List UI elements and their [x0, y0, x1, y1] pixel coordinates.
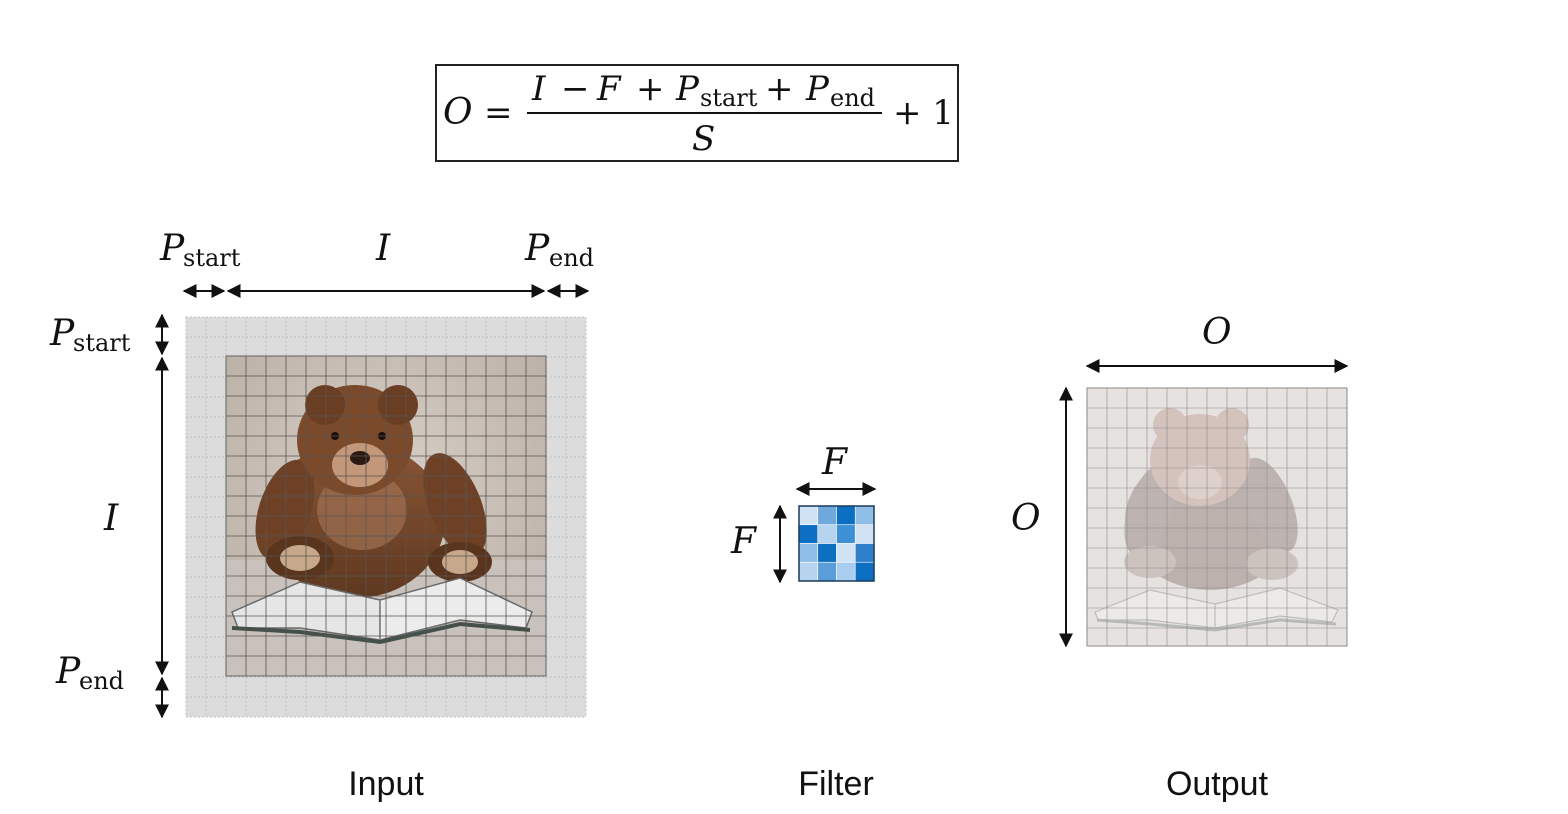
- formula-equals: =: [484, 93, 513, 133]
- filter-cell: [799, 506, 818, 525]
- output-caption: Output: [1166, 765, 1269, 803]
- left-label-p-end: P: [55, 651, 81, 692]
- filter-cell: [855, 562, 874, 581]
- filter-left-label: F: [730, 521, 758, 562]
- top-label-p-end-sub: end: [549, 244, 594, 272]
- filter-cell: [855, 525, 874, 544]
- input-caption: Input: [348, 765, 424, 803]
- filter-cell: [855, 544, 874, 563]
- formula-lhs: O: [443, 92, 473, 133]
- filter-cell: [818, 506, 837, 525]
- filter-cell: [818, 525, 837, 544]
- denominator-s: S: [692, 119, 715, 159]
- filter-cell: [818, 544, 837, 563]
- numerator-p-end-sub: end: [830, 84, 875, 112]
- numerator-p-start: P: [675, 69, 700, 109]
- output-top-label: O: [1202, 312, 1232, 353]
- filter-caption: Filter: [798, 765, 874, 803]
- filter-cell: [837, 544, 856, 563]
- numerator-minus: −: [561, 69, 590, 109]
- filter-cell: [837, 525, 856, 544]
- numerator-p-start-sub: start: [700, 84, 758, 112]
- filter-cell: [799, 562, 818, 581]
- top-label-p-end: P: [524, 228, 550, 269]
- left-label-p-start: P: [49, 313, 75, 354]
- filter-cell: [818, 562, 837, 581]
- filter-cell: [837, 506, 856, 525]
- left-label-p-end-sub: end: [79, 667, 124, 695]
- input-panel: P start I P end P start I P end Input: [49, 228, 594, 803]
- filter-top-label: F: [821, 442, 849, 483]
- output-image: [1087, 388, 1347, 646]
- numerator-plus2: +: [765, 69, 794, 109]
- left-label-p-start-sub: start: [73, 329, 131, 357]
- output-left-label: O: [1011, 498, 1041, 539]
- top-label-p-start: P: [159, 228, 185, 269]
- filter-cell: [837, 562, 856, 581]
- numerator-f: F: [596, 69, 622, 109]
- formula-box: O = I − F + P start + P end S + 1: [436, 65, 958, 161]
- filter-grid: [799, 506, 874, 581]
- filter-cell: [799, 544, 818, 563]
- filter-cell: [855, 506, 874, 525]
- left-label-i: I: [103, 498, 119, 539]
- numerator-plus1: +: [636, 69, 665, 109]
- numerator-p-end: P: [805, 69, 830, 109]
- filter-cell: [799, 525, 818, 544]
- numerator-i: I: [531, 69, 546, 109]
- output-panel: O O Output: [1011, 312, 1347, 803]
- filter-panel: F F Filter: [730, 442, 875, 803]
- formula-tail: + 1: [893, 93, 954, 133]
- top-label-i: I: [375, 228, 391, 269]
- top-label-p-start-sub: start: [183, 244, 241, 272]
